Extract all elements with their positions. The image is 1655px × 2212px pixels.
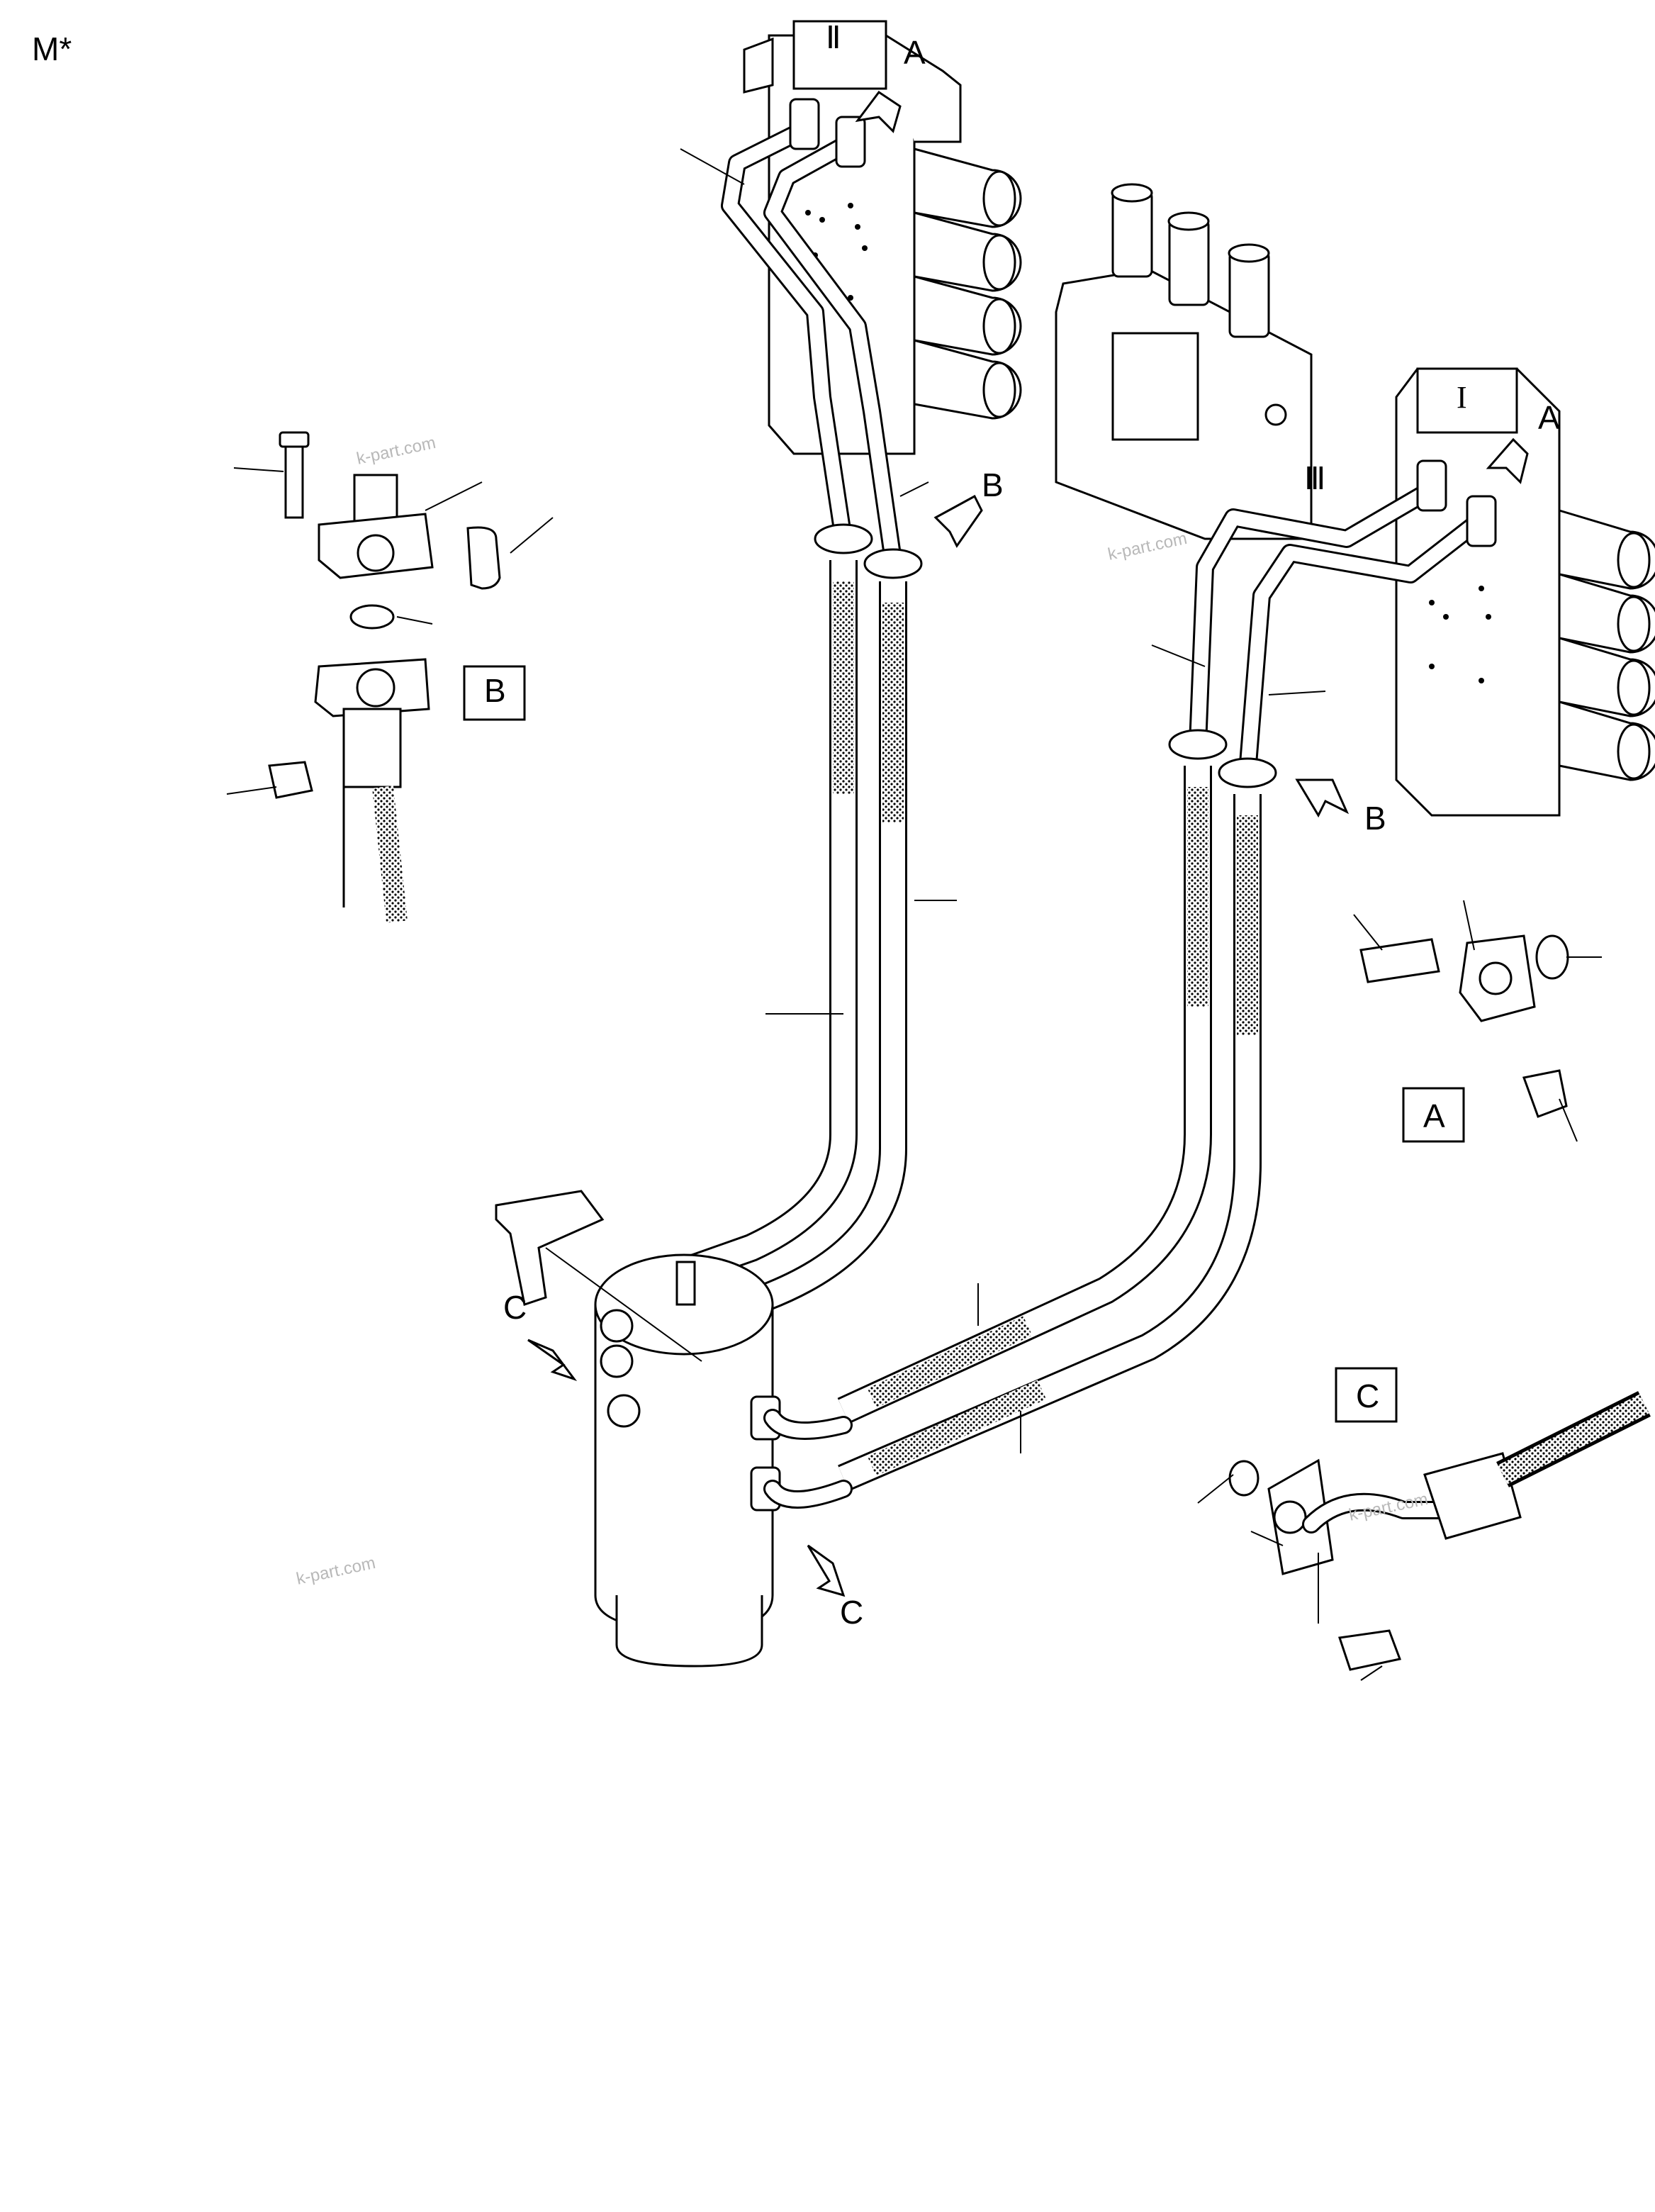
- callout-arrows: [527, 90, 1529, 1597]
- valve-II-label: Ⅱ: [826, 21, 841, 55]
- callout-c-bottom: C: [840, 1594, 863, 1631]
- callout-a-top: A: [904, 34, 926, 71]
- watermark: k-part.com: [1106, 529, 1189, 564]
- pipes-valve-II: [721, 98, 923, 579]
- valve-III-label: Ⅲ: [1304, 462, 1325, 496]
- detail-b-box-label: B: [484, 672, 506, 709]
- callout-b-right: B: [1364, 800, 1386, 837]
- detail-c-box-label: C: [1356, 1378, 1379, 1414]
- hoses-valve-II: [626, 560, 907, 1346]
- control-valve-III: Ⅲ: [1055, 183, 1325, 540]
- pipes-valve-I: [1168, 459, 1497, 788]
- valve-I-label: I: [1457, 380, 1467, 415]
- detail-c-assembly: C: [1228, 1367, 1651, 1671]
- detail-a-assembly: A: [1359, 934, 1569, 1143]
- leader-lines: [226, 148, 1602, 1681]
- detail-a-box-label: A: [1423, 1097, 1445, 1134]
- watermark: k-part.com: [355, 433, 437, 469]
- detail-b-assembly: B: [268, 431, 526, 923]
- control-valve-I: I: [1395, 367, 1655, 817]
- control-valve-II: Ⅱ: [743, 20, 1022, 455]
- page-label: M*: [32, 30, 72, 67]
- callout-a-right: A: [1538, 399, 1560, 436]
- valve-I-solenoids: [1558, 508, 1655, 781]
- hoses-valve-I: [837, 766, 1262, 1492]
- callout-c-left: C: [503, 1289, 527, 1326]
- priority-valve: [495, 1190, 853, 1668]
- valve-II-solenoids: [913, 147, 1022, 420]
- callout-b-top: B: [982, 467, 1004, 503]
- watermark: k-part.com: [295, 1553, 377, 1589]
